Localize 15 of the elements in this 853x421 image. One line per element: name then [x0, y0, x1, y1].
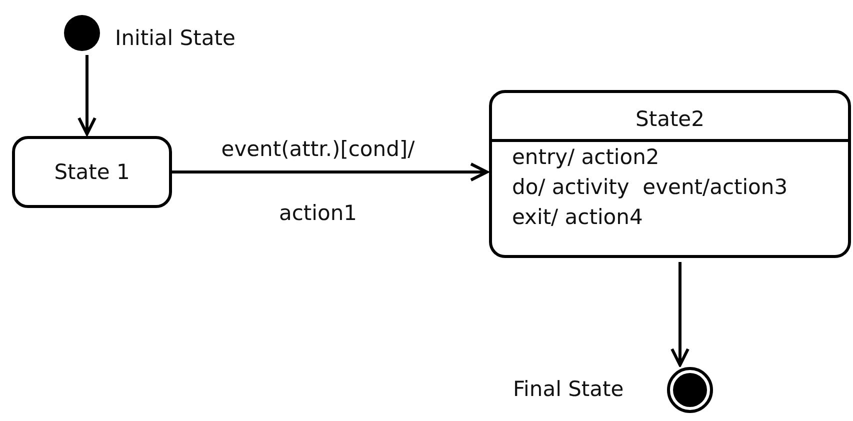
transition-arrow: [670, 262, 690, 366]
state-caption: Initial State: [115, 26, 236, 50]
state-caption: Final State: [513, 377, 624, 401]
state-name: State 1: [54, 160, 130, 184]
final-state-circle: [667, 367, 713, 413]
state-action: entry/ action2: [511, 144, 660, 171]
initial-state-dot: [64, 15, 100, 51]
transition-arrow: [78, 55, 96, 136]
state-name: State2: [492, 93, 848, 142]
state-box: [489, 90, 851, 258]
transition-arrow: [172, 162, 488, 182]
edge-label: event(attr.)[cond]/ action1: [220, 136, 416, 227]
state-action: do/ activity event/action3: [511, 174, 789, 201]
state-box: [12, 136, 172, 208]
state-action: exit/ action4: [511, 204, 644, 231]
